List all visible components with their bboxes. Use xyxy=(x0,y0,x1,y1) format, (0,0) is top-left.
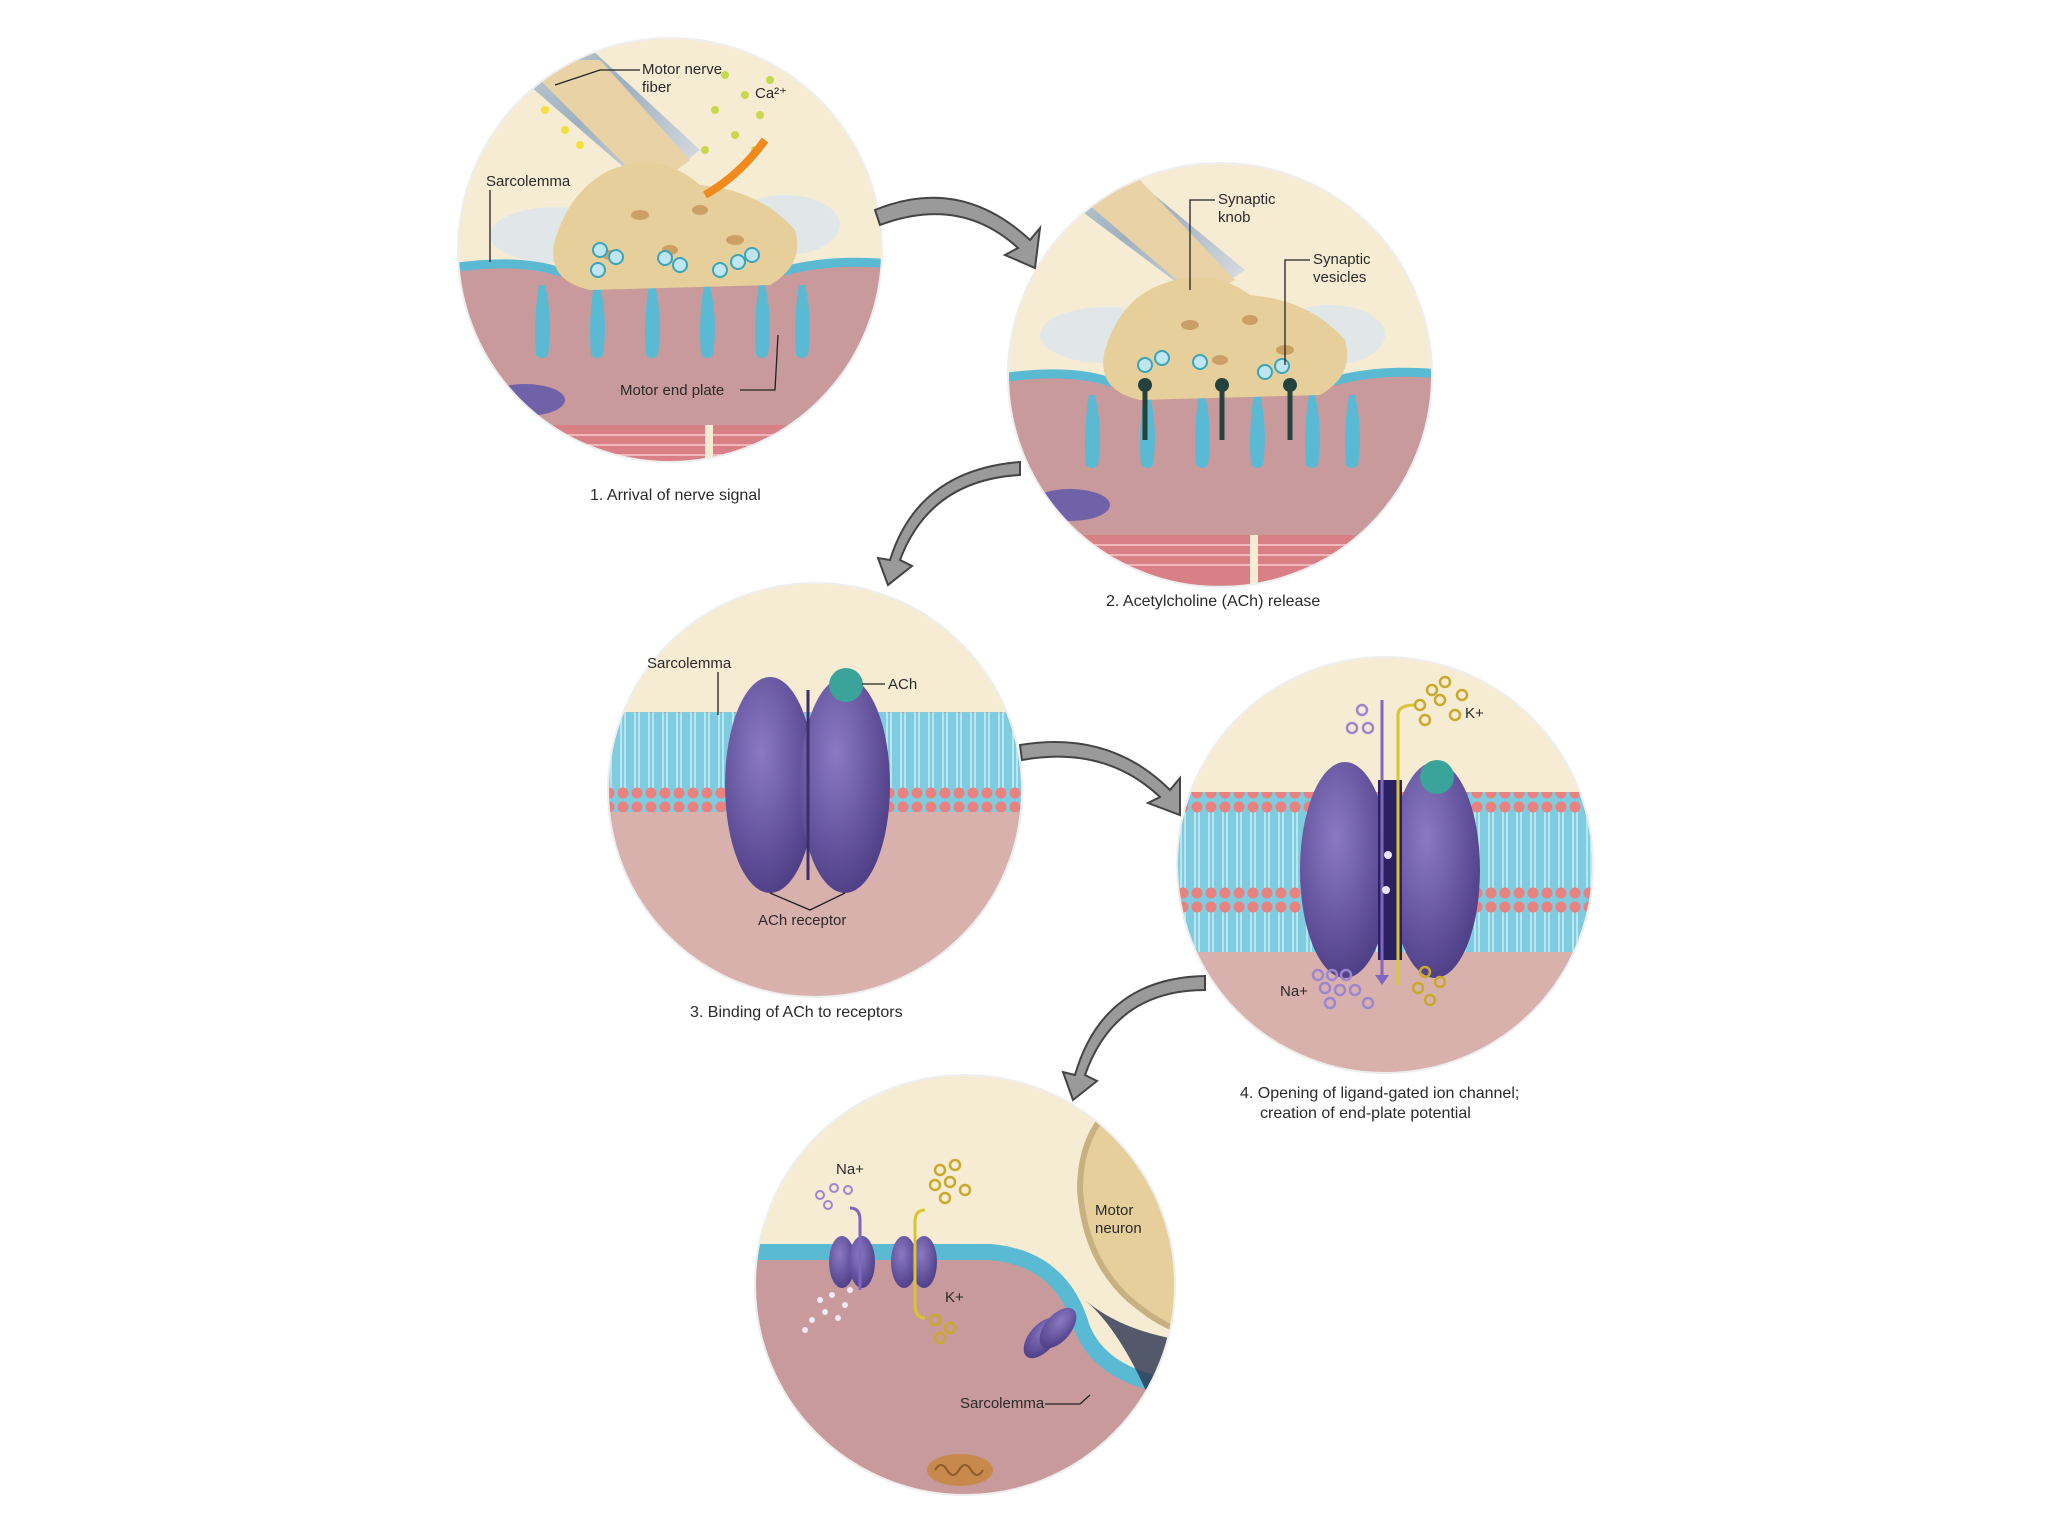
curved-arrow-icon xyxy=(873,196,1206,1102)
label-motor-neuron: Motor xyxy=(1095,1202,1133,1219)
label-sarcolemma: Sarcolemma xyxy=(647,655,732,672)
label-motor-neuron-line2: neuron xyxy=(1095,1220,1142,1237)
label-calcium: Ca²⁺ xyxy=(755,85,787,102)
label-potassium: K+ xyxy=(945,1289,964,1306)
label-synaptic-vesicles: Synaptic xyxy=(1313,251,1371,268)
label-ach: ACh xyxy=(888,676,917,693)
label-sarcolemma: Sarcolemma xyxy=(960,1395,1045,1412)
label-synaptic-knob-line2: knob xyxy=(1218,209,1251,226)
panel-4-ligand-gated-channel: K+ Na+ 4. Opening of ligand-gated ion ch… xyxy=(1176,656,1594,1122)
vesicle-icon xyxy=(590,242,760,278)
ach-molecule xyxy=(829,668,863,702)
ion-channel-icon xyxy=(725,677,890,893)
label-sodium: Na+ xyxy=(836,1161,864,1178)
label-motor-nerve-fiber: Motor nerve xyxy=(642,61,722,78)
caption-step-2: 2. Acetylcholine (ACh) release xyxy=(1106,593,1320,610)
panel-1-arrival-of-nerve-signal: Motor nerve fiber Ca²⁺ Sarcolemma Motor … xyxy=(457,37,883,504)
label-sodium: Na+ xyxy=(1280,983,1308,1000)
potassium-ions xyxy=(1411,675,1469,1007)
panel-2-acetylcholine-release: Synaptic knob Synaptic vesicles 2. Acety… xyxy=(1007,162,1433,610)
caption-step-4: 4. Opening of ligand-gated ion channel; xyxy=(1240,1085,1519,1102)
label-motor-nerve-fiber-line2: fiber xyxy=(642,79,671,96)
label-potassium: K+ xyxy=(1465,705,1484,722)
panel-3-binding-of-ach: Sarcolemma ACh ACh receptor 3. Binding o… xyxy=(607,582,1023,1021)
label-synaptic-vesicles-line2: vesicles xyxy=(1313,269,1366,286)
label-synaptic-knob: Synaptic xyxy=(1218,191,1276,208)
label-ach-receptor: ACh receptor xyxy=(758,912,846,929)
label-sarcolemma: Sarcolemma xyxy=(486,173,571,190)
caption-step-1: 1. Arrival of nerve signal xyxy=(590,487,761,504)
panel-5-sarcolemma-depolarization: Na+ K+ Motor neuron Sarcolemma xyxy=(754,1074,1176,1496)
label-motor-end-plate: Motor end plate xyxy=(620,382,724,399)
sodium-ions xyxy=(1311,703,1375,1010)
caption-step-4-line2: creation of end-plate potential xyxy=(1260,1105,1471,1122)
caption-step-3: 3. Binding of ACh to receptors xyxy=(690,1004,903,1021)
